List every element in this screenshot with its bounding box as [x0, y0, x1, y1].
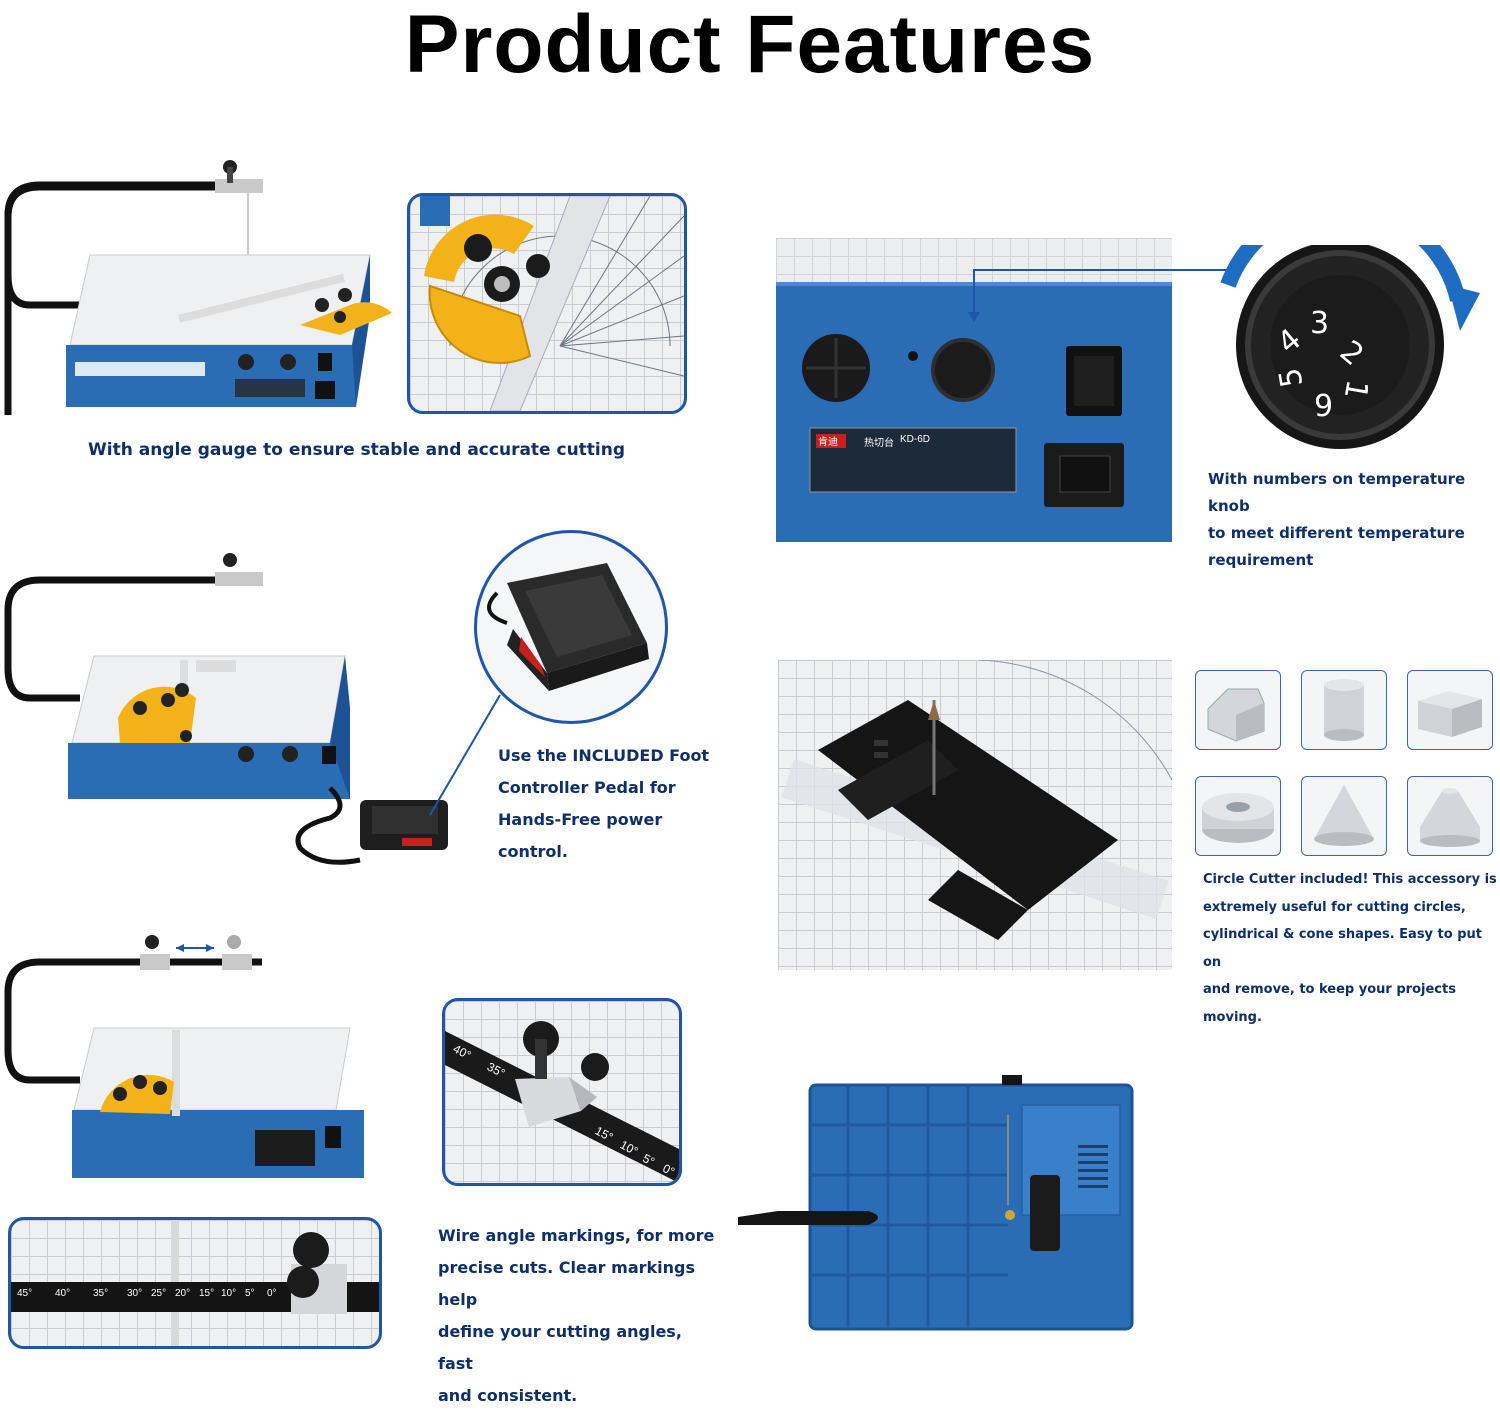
machine-wire-angle-image [4, 935, 364, 1178]
wire-angle-caption: Wire angle markings, for more precise cu… [438, 1226, 715, 1405]
knob-number-6: 6 [1314, 386, 1334, 421]
ring-icon [1202, 793, 1274, 843]
knob-number-3: 3 [1310, 306, 1330, 341]
scale-mark-25: 25° [151, 1288, 167, 1299]
foam-cutter-machine-image [4, 160, 392, 415]
angled-block-icon [1207, 688, 1265, 742]
temperature-caption: With numbers on temperature knob to meet… [1208, 470, 1466, 569]
page-title: Product Features [404, 0, 1096, 90]
angle-gauge-caption: With angle gauge to ensure stable and ac… [88, 440, 626, 460]
shape-card-truncated-cone [1407, 776, 1493, 856]
circle-cutter-caption: Circle Cutter included! This accessory i… [1203, 872, 1497, 1025]
scale-mark-10: 10° [221, 1288, 237, 1299]
label-model: KD-6D [900, 434, 931, 445]
cone-icon [1314, 785, 1374, 846]
cylinder-icon [1324, 679, 1364, 741]
foot-pedal-zoom [474, 530, 668, 724]
shape-card-angled-block [1195, 670, 1281, 750]
pedal-caption: Use the INCLUDED Foot Controller Pedal f… [498, 746, 710, 861]
shape-card-cube [1407, 670, 1493, 750]
pedal-callout-line [429, 694, 501, 816]
scale-mark-30: 30° [127, 1288, 143, 1299]
scale-mark-15: 15° [199, 1288, 215, 1299]
scale-marks: 45° 40° 35° 30° 25° 20° 15° 10° 5° 0° [11, 1288, 311, 1308]
angle-gauge-zoom-panel [407, 193, 687, 414]
wire-angle-zoom-panel: 40° 35° 15° 10° 5° 0° [442, 998, 682, 1186]
label-name: 热切台 [864, 438, 894, 449]
shape-card-ring [1195, 776, 1281, 856]
scale-mark-40: 40° [55, 1288, 71, 1299]
callout-arrow [968, 269, 1240, 322]
scale-mark-5: 5° [245, 1288, 255, 1299]
label-brand: 肯迪 [818, 437, 838, 448]
temperature-knob-icon [1220, 245, 1480, 449]
shape-card-cylinder [1301, 670, 1387, 750]
scale-mark-45: 45° [17, 1288, 33, 1299]
truncated-cone-icon [1420, 788, 1480, 847]
cube-icon [1418, 691, 1482, 737]
machine-with-pedal-image [4, 553, 448, 865]
circle-cutter-photo [778, 660, 1172, 970]
scale-mark-0: 0° [267, 1288, 277, 1299]
angle-scale-panel: 45° 40° 35° 30° 25° 20° 15° 10° 5° 0° [8, 1217, 382, 1349]
shape-card-cone [1301, 776, 1387, 856]
machine-underside-image [738, 1075, 1134, 1331]
scale-mark-35: 35° [93, 1288, 109, 1299]
scale-mark-20: 20° [175, 1288, 191, 1299]
